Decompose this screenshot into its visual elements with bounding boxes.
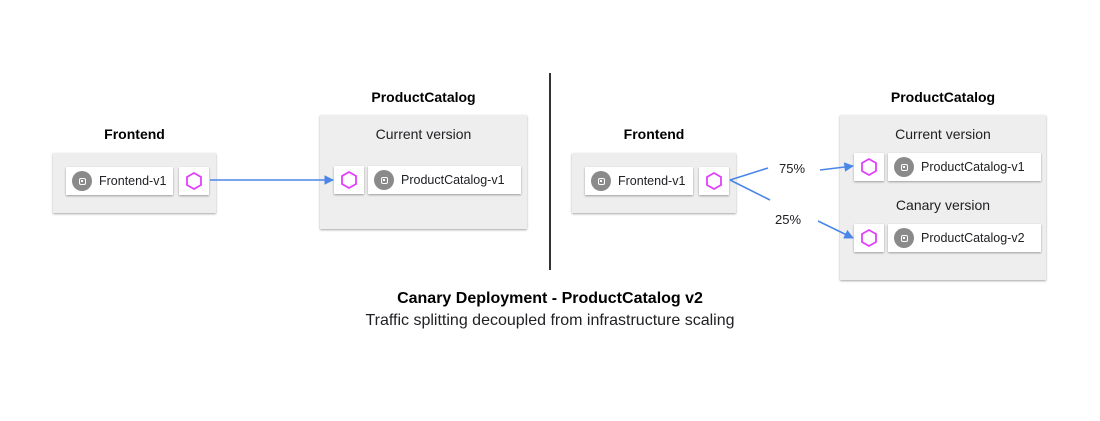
right-frontend-heading: Frontend — [623, 126, 685, 142]
left-frontend-panel: Frontend-v1 — [53, 153, 216, 213]
pod-icon — [591, 171, 611, 191]
hexagon-icon — [861, 228, 877, 248]
split-current-percent: 75% — [779, 161, 806, 176]
right-current-service-label: ProductCatalog-v1 — [921, 160, 1025, 174]
left-frontend-service-label: Frontend-v1 — [99, 174, 167, 188]
right-current-service-card[interactable]: ProductCatalog-v1 — [888, 153, 1041, 181]
hexagon-icon — [706, 171, 722, 191]
caption-subtitle: Traffic splitting decoupled from infrast… — [365, 312, 735, 329]
left-frontend-service-card[interactable]: Frontend-v1 — [66, 167, 173, 195]
right-frontend-panel: Frontend-v1 — [572, 153, 736, 213]
right-canary-version-label: Canary version — [895, 197, 991, 213]
left-current-version-label: Current version — [375, 126, 472, 142]
hexagon-icon — [186, 171, 202, 191]
pod-icon — [894, 228, 914, 248]
right-frontend-proxy-card[interactable] — [699, 167, 729, 195]
pod-icon — [374, 170, 394, 190]
section-divider — [549, 73, 551, 270]
right-current-version-label: Current version — [895, 126, 991, 142]
left-frontend-proxy-card[interactable] — [179, 167, 209, 195]
right-canary-service-card[interactable]: ProductCatalog-v2 — [888, 224, 1041, 252]
left-productcatalog-service-label: ProductCatalog-v1 — [401, 173, 505, 187]
right-arrow-segment-25-a — [729, 179, 771, 201]
right-current-proxy-card[interactable] — [854, 153, 884, 181]
left-productcatalog-service-card[interactable]: ProductCatalog-v1 — [368, 166, 521, 194]
right-productcatalog-panel: Current version ProductCatalog-v1 Canary… — [840, 115, 1046, 280]
right-productcatalog-heading: ProductCatalog — [890, 89, 996, 105]
left-productcatalog-panel: Current version ProductCatalog-v1 — [320, 115, 527, 229]
hexagon-icon — [341, 170, 357, 190]
caption-title: Canary Deployment - ProductCatalog v2 — [397, 290, 703, 307]
pod-icon — [72, 171, 92, 191]
split-canary-percent: 25% — [775, 212, 802, 227]
right-canary-service-label: ProductCatalog-v2 — [921, 231, 1025, 245]
pod-icon — [894, 157, 914, 177]
left-productcatalog-heading: ProductCatalog — [371, 89, 476, 105]
right-frontend-service-card[interactable]: Frontend-v1 — [585, 167, 693, 195]
hexagon-icon — [861, 157, 877, 177]
right-frontend-service-label: Frontend-v1 — [618, 174, 686, 188]
left-frontend-heading: Frontend — [104, 126, 165, 142]
left-productcatalog-proxy-card[interactable] — [334, 166, 364, 194]
right-canary-proxy-card[interactable] — [854, 224, 884, 252]
